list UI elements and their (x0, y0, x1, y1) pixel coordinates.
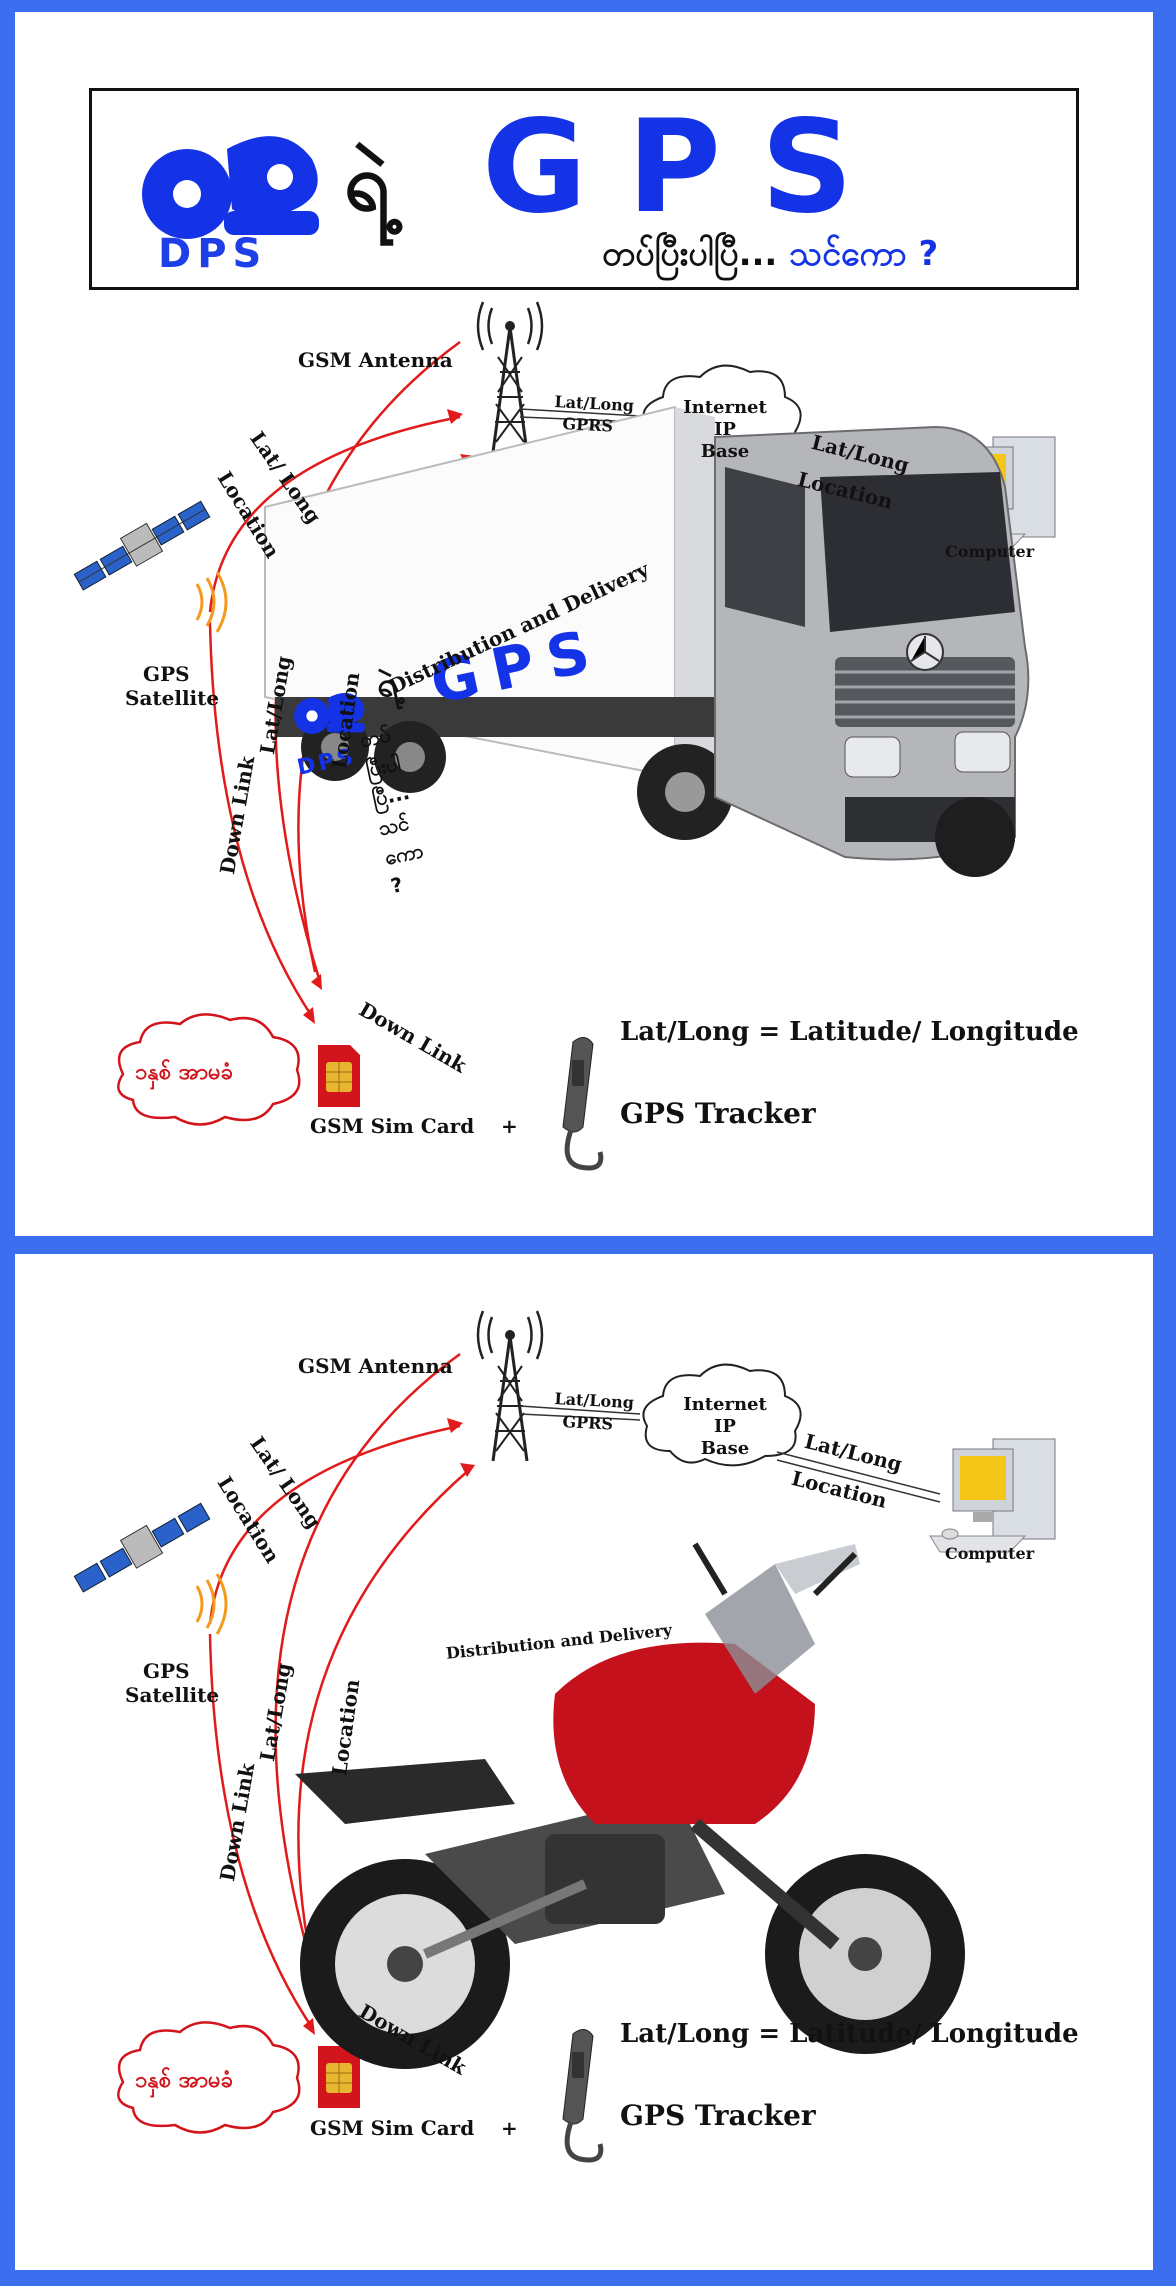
network-diagram (73, 1310, 1056, 2163)
antenna-tower-icon (476, 1310, 544, 1462)
arrow-head-icon (460, 1463, 475, 1477)
tagline-text: တပ်ပြီးပါပြီ... (602, 234, 778, 274)
gps-tracker-icon (562, 2029, 604, 2163)
antenna-tower-icon (476, 301, 544, 453)
plus-label: + (501, 2116, 518, 2140)
computer-icon (929, 1438, 1056, 1553)
downlink-arc-left (208, 1633, 315, 2030)
sim-card-icon (318, 1045, 360, 1107)
sim-card-icon (318, 2046, 360, 2108)
sim-card-label: GSM Sim Card (310, 2116, 475, 2140)
sim-card-label: GSM Sim Card (310, 1114, 475, 1138)
truck-icon (264, 405, 1030, 877)
tagline-question: သင်ကော ? (789, 234, 939, 274)
plus-label: + (501, 1114, 518, 1138)
gprs-label: GPRS (562, 1412, 614, 1434)
gps-label: GPS (143, 662, 190, 686)
dps-logo-icon (294, 692, 365, 734)
arrow-head-icon (447, 1418, 463, 1433)
computer-label: Computer (945, 1544, 1035, 1563)
gprs-lat-long-label: Lat/Long (554, 1389, 635, 1413)
gps-tracker-label: GPS Tracker (620, 1097, 816, 1130)
base-text: Base (700, 1438, 750, 1459)
satellite-icon (73, 1502, 211, 1593)
internet-ip-base-label: Internet IP Base (670, 1394, 780, 1460)
promo-cloud-icon (117, 2021, 301, 2134)
arrow-head-icon (447, 409, 463, 424)
motorcycle-icon (295, 1542, 965, 2069)
dps-logo-icon (142, 136, 319, 239)
banner: DPS ရဲ့ GPS တပ်ပြီးပါပြီ... သင်ကော ? (89, 88, 1079, 290)
gps-tracker-icon (562, 1037, 604, 1171)
lat-long-definition: Lat/Long = Latitude/ Longitude (620, 1017, 1079, 1047)
cloud-icon (642, 1363, 802, 1467)
gprs-lat-long-label: Lat/Long (554, 392, 635, 416)
arrow-head-icon (303, 1007, 315, 1024)
uplink-arc-outer (208, 1424, 461, 1625)
downlink-arc-right (274, 1352, 461, 1995)
logo-ray-text: ရဲ့ (344, 135, 390, 228)
downlink-arc-left (208, 621, 315, 1019)
base-text: Base (700, 441, 750, 462)
internet-ip-text: Internet IP (683, 397, 767, 440)
satellite-label: Satellite (125, 1683, 220, 1707)
gsm-antenna-label: GSM Antenna (298, 348, 453, 372)
satellite-signal-icon (195, 1573, 228, 1635)
logo-tagline: တပ်ပြီးပါပြီ... သင်ကော ? (602, 231, 938, 282)
uplink-arc-inner (297, 1468, 471, 1980)
warranty-promo: ၁နှစ် အာမခံ (135, 1060, 233, 1085)
logo-gps-text: GPS (482, 93, 894, 242)
arrow-head-icon (311, 974, 322, 990)
gps-label: GPS (143, 1659, 190, 1683)
gps-tracker-label: GPS Tracker (620, 2099, 816, 2132)
gsm-antenna-label: GSM Antenna (298, 1354, 453, 1378)
warranty-promo: ၁နှစ် အာမခံ (135, 2068, 233, 2093)
internet-ip-base-label: Internet IP Base (670, 397, 780, 463)
truck-panel: DPS ရဲ့ GPS တပ်ပြီးပါပြီ... သင်ကော ? (15, 12, 1153, 1236)
arrow-head-icon (303, 2018, 315, 2035)
motorcycle-panel: GSM Antenna Lat/Long GPRS Internet IP Ba… (15, 1254, 1153, 2270)
logo-dps-text: DPS (158, 231, 268, 277)
satellite-icon (73, 500, 211, 591)
gprs-label: GPRS (562, 414, 614, 436)
internet-ip-text: Internet IP (683, 1394, 767, 1437)
satellite-label: Satellite (125, 686, 220, 710)
promo-cloud-icon (117, 1013, 301, 1126)
satellite-signal-icon (195, 571, 228, 633)
computer-label: Computer (945, 542, 1035, 561)
lat-long-definition: Lat/Long = Latitude/ Longitude (620, 2019, 1079, 2049)
